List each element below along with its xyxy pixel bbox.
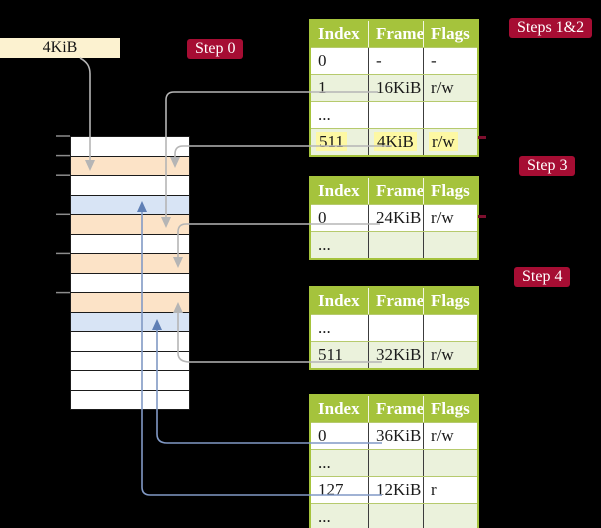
column-header: Frame (368, 178, 423, 204)
highlighted-value: r/w (429, 132, 458, 151)
table-cell (423, 315, 477, 341)
badge-step-3: Step 3 (519, 156, 576, 176)
table-cell (423, 450, 477, 476)
table-cell: 12KiB (368, 477, 423, 503)
table-row: ... (311, 449, 477, 476)
memory-frame-row (71, 233, 189, 253)
table-cell: r/w (423, 129, 477, 155)
table-cell: 511 (311, 129, 368, 155)
table-row: ... (311, 231, 477, 258)
table-cell: 127 (318, 480, 344, 499)
table-cell: ... (318, 318, 331, 337)
memory-frame-row (71, 292, 189, 312)
red-pointer-dash (478, 136, 486, 139)
column-header: Flags (423, 178, 477, 204)
table-cell (423, 232, 477, 258)
table-cell (368, 232, 423, 258)
highlighted-value: 4KiB (374, 132, 417, 151)
memory-frame-row (71, 214, 189, 234)
table-cell: 16KiB (368, 75, 423, 101)
table-cell: 4KiB (368, 129, 423, 155)
table-cell: 0 (318, 426, 327, 445)
table-row: 0 -- (311, 47, 477, 74)
table-cell: r/w (423, 75, 477, 101)
page-size-box: 4KiB (0, 38, 120, 58)
badge-steps-1-2: Steps 1&2 (509, 18, 593, 38)
table-cell: 36KiB (368, 423, 423, 449)
memory-frame-row (71, 350, 189, 370)
table-cell: 0 (318, 51, 327, 70)
table-cell: ... (318, 235, 331, 254)
memory-frame-row (71, 370, 189, 390)
memory-frame-row (71, 272, 189, 292)
table-cell (368, 102, 423, 128)
table-cell: r/w (423, 342, 477, 368)
table-cell: 511 (318, 345, 343, 364)
memory-frame-row (71, 331, 189, 351)
column-header: Frame (368, 288, 423, 314)
table-cell: 0 (318, 208, 327, 227)
physical-memory-column (70, 136, 190, 410)
table-row: 511 4KiB r/w (311, 128, 477, 155)
table-cell: ... (318, 507, 331, 526)
memory-frame-row (71, 253, 189, 273)
table-cell (368, 450, 423, 476)
table-cell (368, 504, 423, 528)
badge-step-0: Step 0 (187, 39, 244, 59)
table-row: ... (311, 503, 477, 528)
column-header: Index (318, 24, 360, 43)
memory-frame-row (71, 155, 189, 175)
highlighted-value: 511 (316, 132, 347, 151)
column-header: Flags (423, 288, 477, 314)
table-cell: r/w (423, 423, 477, 449)
table-cell (368, 315, 423, 341)
table-cell: - (423, 48, 477, 74)
column-header: Index (318, 181, 360, 200)
table-cell: r (423, 477, 477, 503)
table-cell: 24KiB (368, 205, 423, 231)
table-cell (423, 504, 477, 528)
column-header: Flags (423, 21, 477, 47)
column-header: Frame (368, 396, 423, 422)
table-cell: - (368, 48, 423, 74)
table-cell: ... (318, 105, 331, 124)
memory-frame-row (71, 175, 189, 195)
column-header: Index (318, 291, 360, 310)
column-header: Index (318, 399, 360, 418)
memory-frame-row (71, 137, 189, 156)
memory-frame-row (71, 389, 189, 409)
memory-tick-marks (56, 135, 70, 294)
memory-frame-row (71, 194, 189, 214)
table-cell: 1 (318, 78, 327, 97)
table-cell: ... (318, 453, 331, 472)
red-pointer-dash (478, 215, 486, 218)
table-cell: 32KiB (368, 342, 423, 368)
memory-frame-row (71, 311, 189, 331)
table-cell: r/w (423, 205, 477, 231)
column-header: Flags (423, 396, 477, 422)
badge-step-4: Step 4 (514, 267, 571, 287)
table-cell (423, 102, 477, 128)
column-header: Frame (368, 21, 423, 47)
table-row: ... (311, 101, 477, 128)
table-row: ... (311, 314, 477, 341)
